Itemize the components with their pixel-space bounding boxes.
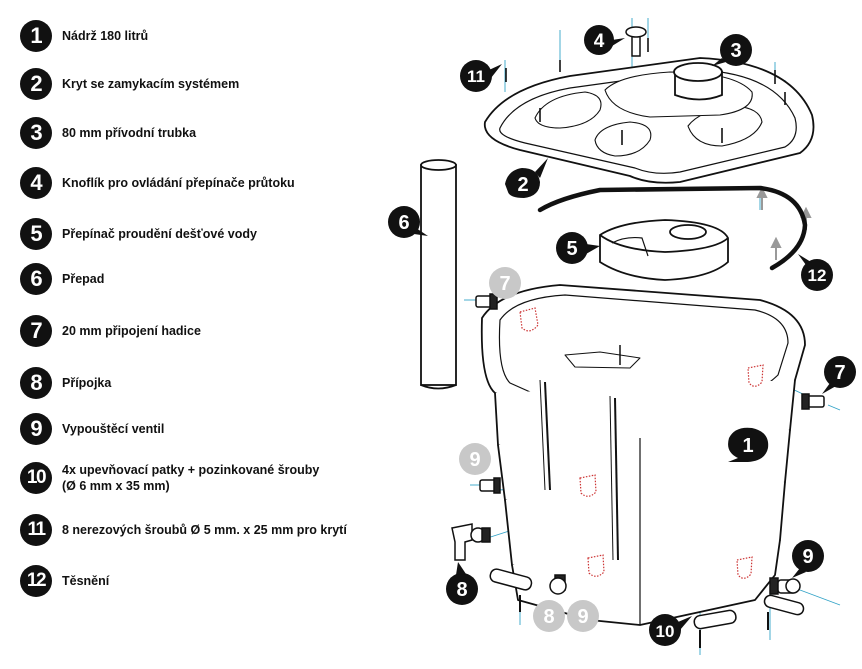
legend-number-badge: 6	[20, 263, 52, 295]
callout-9: 9	[792, 540, 824, 578]
legend-number-badge: 3	[20, 117, 52, 149]
callout-9-gray-bottom: 9	[567, 600, 599, 632]
callout-7-gray: 7	[489, 267, 521, 299]
callout-3-text: 3	[730, 40, 741, 62]
legend-item-11: 11 8 nerezových šroubů Ø 5 mm. x 25 mm p…	[20, 514, 347, 546]
callout-9-gray-left: 9	[459, 443, 491, 475]
legend-item-2: 2 Kryt se zamykacím systémem	[20, 68, 239, 100]
tank	[480, 284, 806, 626]
hose-connectors	[475, 293, 825, 410]
legend-item-text: Přepad	[62, 272, 105, 286]
legend-item-text: Vypouštěcí ventil	[62, 422, 165, 436]
legend-item-6: 6 Přepad	[20, 263, 104, 295]
callout-5: 5	[556, 232, 600, 264]
legend-item-4: 4 Knoflík pro ovládání přepínače průtoku	[20, 167, 295, 199]
callout-12-text: 12	[808, 266, 827, 285]
legend-item-1: 1 Nádrž 180 litrů	[20, 20, 148, 52]
callout-6-text: 6	[398, 212, 409, 234]
legend-item-text: 20 mm připojení hadice	[62, 324, 201, 338]
lid-screws	[505, 38, 786, 145]
flow-switch-knob	[625, 26, 647, 57]
legend: 1 Nádrž 180 litrů 2 Kryt se zamykacím sy…	[0, 0, 400, 669]
legend-item-10: 10 4x upevňovací patky + pozinkované šro…	[20, 462, 319, 494]
inlet-pipe	[673, 62, 723, 101]
rainwater-diverter	[599, 219, 729, 281]
legend-number-badge: 12	[20, 565, 52, 597]
legend-number-badge: 10	[20, 462, 52, 494]
callout-1-text: 1	[742, 435, 753, 457]
legend-number-badge: 7	[20, 315, 52, 347]
mounting-feet	[489, 568, 805, 648]
callout-6: 6	[388, 206, 428, 238]
legend-number-badge: 4	[20, 167, 52, 199]
legend-number-badge: 2	[20, 68, 52, 100]
legend-item-5: 5 Přepínač proudění dešťové vody	[20, 218, 257, 250]
legend-item-12: 12 Těsnění	[20, 565, 109, 597]
legend-number-badge: 1	[20, 20, 52, 52]
callout-1: 1	[728, 427, 769, 462]
legend-number-badge: 8	[20, 367, 52, 399]
legend-item-text: Knoflík pro ovládání přepínače průtoku	[62, 176, 295, 190]
callout-5-text: 5	[566, 238, 577, 260]
callout-4-text: 4	[594, 31, 605, 52]
legend-item-text: Nádrž 180 litrů	[62, 29, 149, 43]
callout-9a-text: 9	[469, 449, 480, 471]
callout-10: 10	[649, 614, 692, 646]
legend-item-text: 80 mm přívodní trubka	[62, 126, 197, 140]
callouts: 1 2 3 4 5 6 7	[388, 25, 856, 646]
callout-12: 12	[798, 254, 833, 291]
legend-item-text: 4x upevňovací patky + pozinkované šrouby…	[62, 463, 320, 493]
legend-item-text: 8 nerezových šroubů Ø 5 mm. x 25 mm pro …	[62, 523, 347, 537]
legend-number-badge: 11	[20, 514, 52, 546]
gasket	[537, 185, 808, 271]
callout-7b-text: 7	[834, 362, 845, 384]
callout-11: 11	[460, 60, 502, 92]
callout-7: 7	[822, 356, 856, 394]
callout-8: 8	[446, 562, 478, 605]
callout-8a-text: 8	[456, 579, 467, 601]
overflow-pipe	[420, 159, 457, 390]
callout-8b-text: 8	[543, 606, 554, 628]
callout-2-text: 2	[517, 174, 528, 196]
callout-10-text: 10	[656, 622, 675, 641]
connection-holes	[519, 307, 764, 579]
callout-4: 4	[584, 25, 625, 55]
callout-7a-text: 7	[499, 273, 510, 295]
legend-item-8: 8 Přípojka	[20, 367, 111, 399]
legend-item-text: Přípojka	[62, 376, 112, 390]
callout-9b-text: 9	[577, 606, 588, 628]
legend-item-text: Přepínač proudění dešťové vody	[62, 227, 257, 241]
legend-item-9: 9 Vypouštěcí ventil	[20, 413, 164, 445]
callout-9c-text: 9	[802, 546, 813, 568]
lid	[483, 57, 815, 184]
legend-item-3: 3 80 mm přívodní trubka	[20, 117, 196, 149]
exploded-diagram: 1 2 3 4 5 6 7	[388, 18, 856, 655]
legend-item-text: Kryt se zamykacím systémem	[62, 77, 240, 91]
tap-connector	[451, 523, 567, 595]
assembly-arrows	[756, 186, 812, 260]
legend-number-badge: 9	[20, 413, 52, 445]
legend-item-7: 7 20 mm připojení hadice	[20, 315, 201, 347]
callout-2: 2	[505, 158, 548, 198]
legend-number-badge: 5	[20, 218, 52, 250]
callout-8-gray: 8	[533, 600, 565, 632]
callout-11-text: 11	[467, 67, 485, 86]
drain-valves	[479, 477, 801, 595]
legend-item-text: Těsnění	[62, 574, 110, 588]
callout-3: 3	[712, 34, 752, 66]
